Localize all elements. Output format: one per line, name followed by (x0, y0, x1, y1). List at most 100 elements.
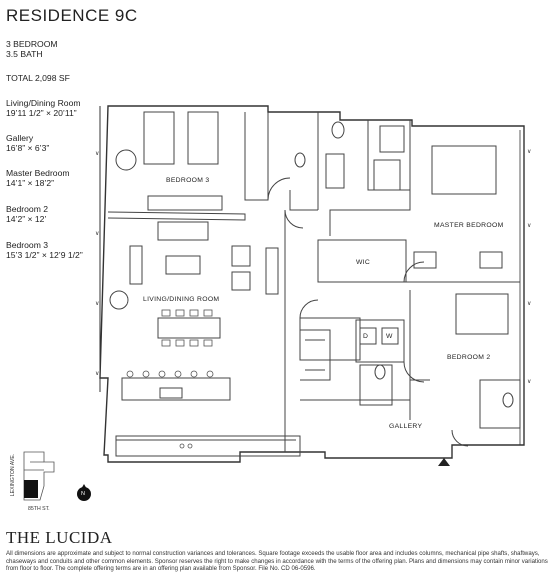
wall-baths (317, 112, 410, 210)
room-spec-living-name: Living/Dining Room (6, 98, 81, 108)
room-spec-bed2-name: Bedroom 2 (6, 204, 49, 214)
window-marker: ∨ (95, 371, 100, 377)
bath-count: 3.5 BATH (6, 49, 43, 59)
master-bed (431, 145, 497, 195)
total-area: TOTAL 2,098 SF (6, 73, 70, 83)
disclaimer: All dimensions are approximate and subje… (6, 550, 548, 573)
room-spec-gallery-name: Gallery (6, 133, 34, 143)
keyplan-street: 85TH ST. (28, 506, 50, 512)
door-swing-5 (299, 299, 319, 319)
keyplan-outline (23, 451, 55, 501)
room-spec-bed3-dim: 15’3 1/2” × 12’9 1/2” (6, 250, 83, 260)
shower (379, 125, 405, 153)
window-marker: ∨ (95, 151, 100, 157)
bar-stool (174, 370, 182, 378)
bath-lower (359, 364, 393, 406)
bookshelf (129, 245, 143, 285)
label-gallery: GALLERY (389, 423, 423, 430)
label-bedroom2: BEDROOM 2 (447, 354, 491, 361)
label-bedroom3: BEDROOM 3 (166, 177, 210, 184)
exterior-wall (99, 105, 525, 463)
master-nightstand-a (413, 251, 437, 269)
bed2-bed (455, 293, 509, 335)
window-marker: ∨ (527, 223, 532, 229)
tub-left (325, 153, 345, 189)
cooktop-burner (179, 443, 185, 449)
window-marker: ∨ (95, 301, 100, 307)
cooktop-burner (187, 443, 193, 449)
bar-stool (126, 370, 134, 378)
door-swing-6 (451, 429, 469, 447)
dining-chair (203, 339, 213, 347)
armchair-1 (231, 245, 251, 267)
window-marker: ∨ (95, 231, 100, 237)
tub-right (373, 159, 401, 191)
bedroom-count: 3 BEDROOM (6, 39, 58, 49)
label-master-bedroom: MASTER BEDROOM (434, 222, 504, 229)
label-wic: WIC (356, 259, 371, 266)
dining-chair (203, 309, 213, 317)
bar-stool (142, 370, 150, 378)
dryer (381, 327, 399, 345)
toilet-c (374, 364, 386, 380)
laundry-room (355, 319, 405, 363)
door-swing-3 (403, 261, 425, 283)
toilet-d (502, 392, 514, 408)
label-washer: W (386, 333, 393, 340)
door-swing-2 (284, 209, 304, 229)
washer (359, 327, 377, 345)
wall-master-left (329, 120, 411, 236)
dining-table (157, 317, 221, 339)
north-arrow-pointer (80, 484, 88, 491)
kitchen-counter (115, 435, 301, 457)
bar-stool (206, 370, 214, 378)
toilet-b (294, 152, 306, 168)
island-sink (159, 387, 183, 399)
armchair-2 (231, 271, 251, 291)
wall-closets (300, 329, 331, 381)
door-swing-1 (267, 177, 291, 201)
wall-spine-b (289, 190, 318, 211)
dining-chair (189, 339, 199, 347)
room-spec-gallery-dim: 16’8” × 6’3” (6, 143, 50, 153)
master-nightstand-b (479, 251, 503, 269)
keyplan-divider (24, 461, 44, 471)
room-spec-bed3-name: Bedroom 3 (6, 240, 49, 250)
sofa (157, 221, 209, 241)
entry-arrow (438, 458, 450, 466)
bar-stool (158, 370, 166, 378)
bed3-bed-a (143, 111, 175, 165)
room-spec-bed2-dim: 14’2” × 12’ (6, 214, 47, 224)
bath-right (479, 379, 521, 429)
north-label: N (81, 491, 85, 497)
label-dryer: D (363, 333, 369, 340)
window-marker: ∨ (527, 379, 532, 385)
column-1 (115, 149, 137, 171)
window-marker: ∨ (527, 301, 532, 307)
coffee-table (165, 255, 201, 275)
wall-bed3-bottom (107, 211, 246, 221)
dining-chair (161, 309, 171, 317)
toilet-a (331, 121, 345, 139)
dining-chair (161, 339, 171, 347)
media-console (265, 247, 279, 295)
bar-stool (190, 370, 198, 378)
dining-chair (189, 309, 199, 317)
wall-laundry (299, 317, 361, 361)
wall-gallery (300, 380, 411, 420)
keyplan-unit (24, 480, 38, 498)
keyplan-avenue: LEXINGTON AVE. (10, 453, 17, 497)
wic-room (317, 239, 407, 283)
bed3-bed-b (187, 111, 219, 165)
room-spec-living-dim: 19’11 1/2” × 20’11” (6, 108, 77, 118)
brand-name: THE LUCIDA (6, 528, 113, 547)
wall-bed2 (404, 281, 520, 381)
wall-bed3-closet (244, 112, 269, 201)
bed3-desk (147, 195, 223, 211)
room-spec-master-dim: 14’1” × 18’2” (6, 178, 55, 188)
column-2 (109, 290, 129, 310)
label-living-dining: LIVING/DINING ROOM (143, 296, 220, 303)
dining-chair (175, 309, 185, 317)
kitchen-island (121, 377, 231, 401)
